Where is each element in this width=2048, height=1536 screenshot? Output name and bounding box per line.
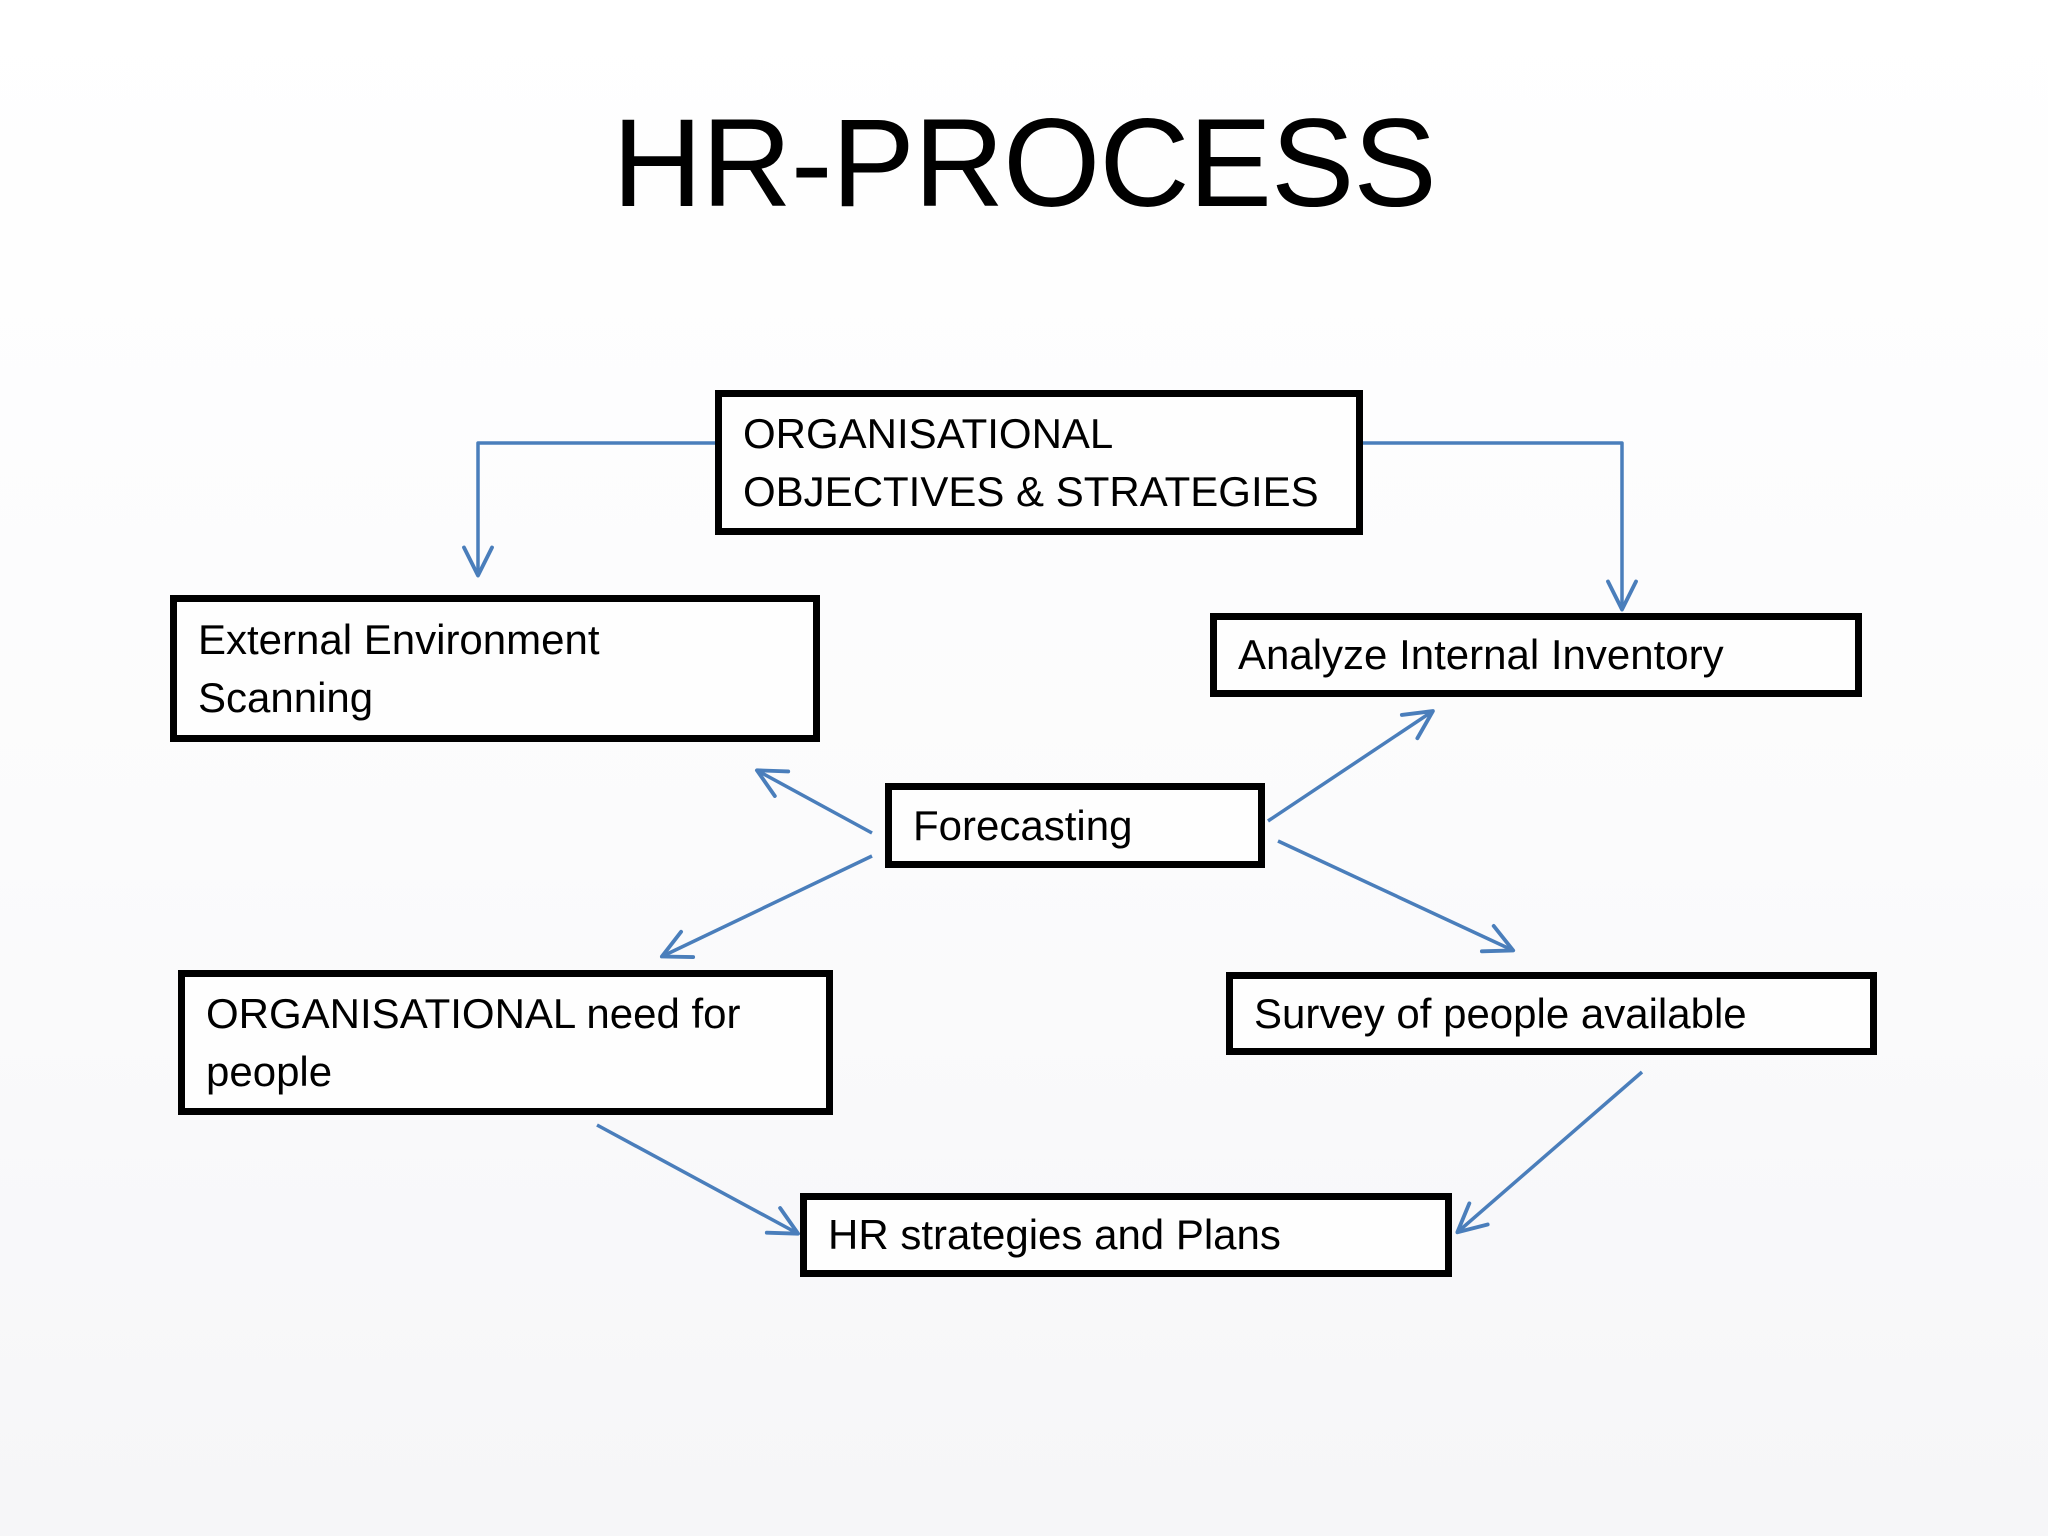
- node-label: Analyze Internal Inventory: [1238, 631, 1724, 678]
- arrow-objectives-to-external: [462, 441, 718, 578]
- node-analyze-internal-inventory: Analyze Internal Inventory: [1210, 613, 1862, 697]
- node-organisational-need-for-people: ORGANISATIONAL need for people: [178, 970, 833, 1115]
- node-label: Forecasting: [913, 801, 1133, 849]
- arrow-forecasting-to-external: [755, 768, 873, 835]
- arrow-need-to-hr: [596, 1123, 801, 1236]
- arrow-forecasting-to-survey: [1277, 839, 1516, 954]
- node-survey-of-people-available: Survey of people available: [1226, 972, 1877, 1055]
- arrow-objectives-to-analyze: [1363, 441, 1638, 612]
- arrow-survey-to-hr: [1455, 1070, 1644, 1235]
- node-label: ORGANISATIONAL need for people: [206, 989, 741, 1095]
- arrow-forecasting-to-need: [659, 854, 873, 959]
- node-external-environment-scanning: External Environment Scanning: [170, 595, 820, 742]
- page-title: HR-PROCESS: [612, 94, 1436, 233]
- node-label: HR strategies and Plans: [828, 1211, 1281, 1258]
- node-label: External Environment Scanning: [198, 615, 600, 721]
- arrow-forecasting-to-analyze: [1267, 709, 1435, 823]
- node-label: Survey of people available: [1254, 989, 1747, 1037]
- node-hr-strategies-and-plans: HR strategies and Plans: [800, 1193, 1452, 1277]
- node-forecasting: Forecasting: [885, 783, 1265, 868]
- node-label: ORGANISATIONAL OBJECTIVES & STRATEGIES: [743, 409, 1319, 515]
- node-organisational-objectives-and-strategies: ORGANISATIONAL OBJECTIVES & STRATEGIES: [715, 390, 1363, 535]
